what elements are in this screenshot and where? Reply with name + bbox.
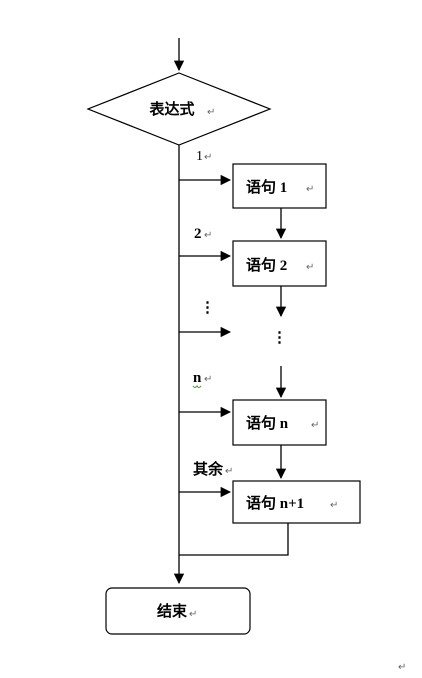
statement-default-label: 语句 n+1: [246, 494, 304, 512]
paragraph-mark: ↵: [225, 466, 233, 477]
paragraph-mark: ↵: [311, 420, 319, 431]
statement-n-box: [232, 399, 327, 446]
statement-1-box: [232, 163, 327, 209]
paragraph-mark: ↵: [330, 500, 338, 511]
paragraph-mark: ↵: [306, 262, 314, 273]
spellcheck-underline: [192, 385, 202, 388]
case-ellipsis-label: ⋮: [200, 300, 215, 316]
statement-ellipsis: ⋮: [272, 330, 287, 346]
paragraph-mark: ↵: [306, 184, 314, 195]
paragraph-mark: ↵: [204, 152, 212, 163]
case-1-label: 1: [196, 149, 203, 164]
end-terminal: [105, 587, 251, 635]
paragraph-mark: ↵: [189, 609, 197, 620]
decision-label: 表达式: [149, 100, 194, 118]
statement-n-label: 语句 n: [246, 414, 289, 432]
statement-2-label: 语句 2: [246, 256, 287, 274]
paragraph-mark: ↵: [204, 374, 212, 385]
paragraph-mark: ↵: [204, 230, 212, 241]
paragraph-mark: ↵: [207, 107, 215, 118]
paragraph-mark: ↵: [398, 662, 406, 673]
statement-1-label: 语句 1: [246, 178, 287, 196]
statement-2-box: [232, 240, 327, 287]
case-default-label: 其余: [193, 460, 224, 478]
return-path: [179, 523, 289, 556]
case-n-label: n: [193, 370, 202, 386]
end-label: 结束: [157, 602, 188, 620]
statement-default-box: [232, 480, 361, 524]
case-2-label: 2: [194, 226, 202, 242]
